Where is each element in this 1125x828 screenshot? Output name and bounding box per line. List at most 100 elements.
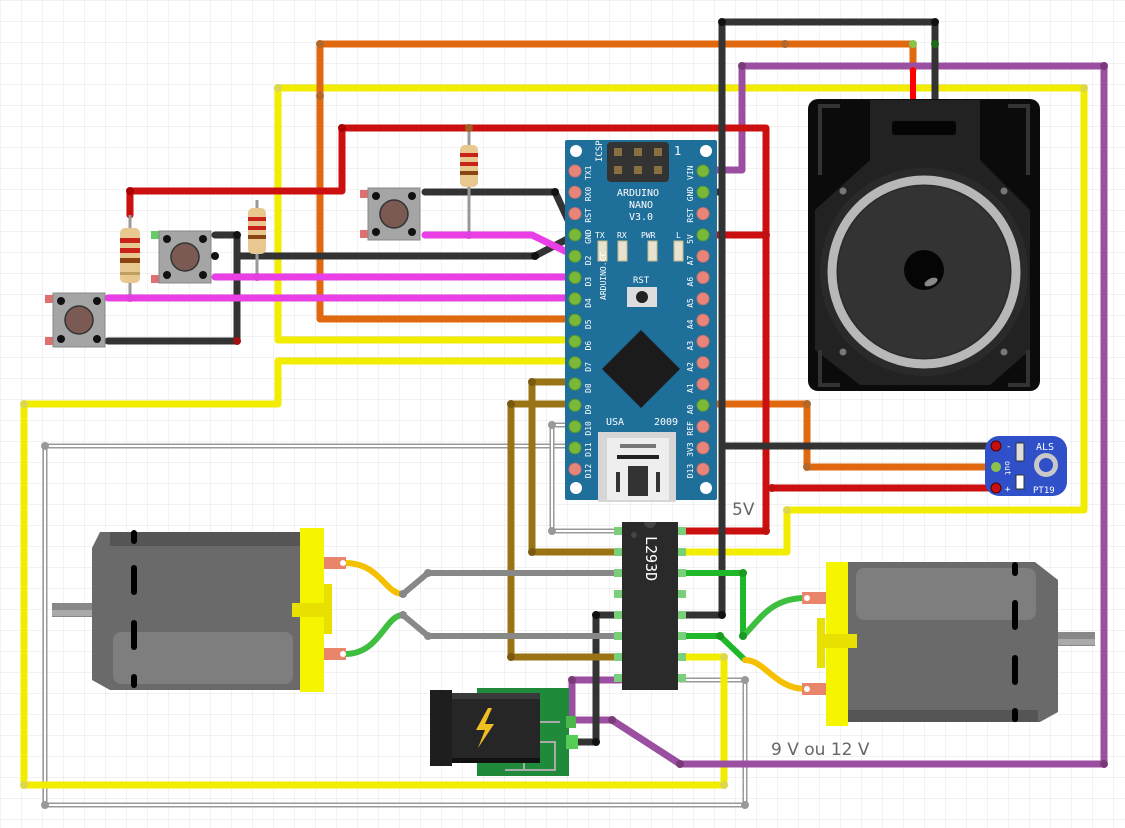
wire-junction[interactable]	[1080, 84, 1088, 92]
wire-junction[interactable]	[41, 442, 49, 450]
wire-junction[interactable]	[338, 124, 346, 132]
wire-junction[interactable]	[592, 611, 600, 619]
wire-junction[interactable]	[803, 463, 811, 471]
wire-gray[interactable]	[551, 424, 621, 532]
wire-junction[interactable]	[931, 40, 939, 48]
wire-junction[interactable]	[592, 738, 600, 746]
chip-pin[interactable]	[678, 569, 686, 577]
wire-junction[interactable]	[399, 590, 407, 598]
arduino-pin-a0[interactable]	[696, 398, 710, 412]
wire-black[interactable]	[104, 231, 241, 345]
wire-junction[interactable]	[718, 18, 726, 26]
wire-junction[interactable]	[126, 187, 134, 195]
wire-junction[interactable]	[20, 400, 28, 408]
chip-pin[interactable]	[678, 653, 686, 661]
push-button[interactable]	[151, 230, 212, 284]
arduino-pin-d5[interactable]	[568, 313, 582, 327]
chip-pin[interactable]	[678, 674, 686, 682]
wire-junction[interactable]	[20, 781, 28, 789]
wire-junction[interactable]	[741, 801, 749, 809]
wire-junction[interactable]	[739, 569, 747, 577]
arduino-pin-a1[interactable]	[696, 377, 710, 391]
chip-pin[interactable]	[614, 674, 622, 682]
wire-junction[interactable]	[233, 337, 241, 345]
arduino-pin-3v3[interactable]	[696, 441, 710, 455]
chip-pin[interactable]	[614, 527, 622, 535]
wire-gray[interactable]	[44, 445, 746, 806]
chip-pin[interactable]	[678, 548, 686, 556]
push-button[interactable]	[45, 292, 106, 348]
usb-connector[interactable]	[598, 432, 676, 502]
chip-pin[interactable]	[614, 611, 622, 619]
chip-pin[interactable]	[678, 611, 686, 619]
chip-pin[interactable]	[614, 653, 622, 661]
arduino-pin-a4[interactable]	[696, 313, 710, 327]
wire-junction[interactable]	[781, 40, 789, 48]
wire-junction[interactable]	[931, 18, 939, 26]
wire-junction[interactable]	[1100, 760, 1108, 768]
wire-junction[interactable]	[718, 611, 726, 619]
wire-junction[interactable]	[738, 62, 746, 70]
wire-brown[interactable]	[507, 400, 624, 661]
wire-junction[interactable]	[211, 252, 219, 260]
arduino-pin-d11[interactable]	[568, 441, 582, 455]
wire-junction[interactable]	[551, 188, 559, 196]
wire-junction[interactable]	[783, 506, 791, 514]
wire-junction[interactable]	[568, 676, 576, 684]
chip-pin[interactable]	[678, 527, 686, 535]
chip-pin[interactable]	[614, 548, 622, 556]
motor-left[interactable]	[52, 528, 346, 692]
wire-junction[interactable]	[762, 231, 770, 239]
wire-junction[interactable]	[768, 484, 776, 492]
wire-junction[interactable]	[126, 294, 134, 302]
arduino-pin-a6[interactable]	[696, 271, 710, 284]
wire-junction[interactable]	[720, 781, 728, 789]
chip-pin[interactable]	[678, 632, 686, 640]
wire-junction[interactable]	[739, 632, 747, 640]
wire-junction[interactable]	[528, 548, 536, 556]
wire-junction[interactable]	[274, 84, 282, 92]
wire-junction[interactable]	[676, 760, 684, 768]
arduino-pin-d12[interactable]	[568, 462, 582, 476]
resistor[interactable]	[460, 128, 478, 235]
wire-junction[interactable]	[548, 527, 556, 535]
arduino-pin-tx1[interactable]	[568, 164, 582, 178]
wire-orange[interactable]	[699, 400, 999, 471]
wire-junction[interactable]	[465, 231, 473, 239]
arduino-pin-rst[interactable]	[568, 207, 582, 221]
wire-junction[interactable]	[531, 252, 539, 260]
wire-junction[interactable]	[548, 421, 556, 429]
chip-pin[interactable]	[614, 569, 622, 577]
arduino-pin-d3[interactable]	[568, 271, 582, 284]
wire-junction[interactable]	[424, 569, 432, 577]
arduino-pin-ref[interactable]	[696, 420, 710, 434]
resistor[interactable]	[248, 200, 266, 280]
wire-junction[interactable]	[1100, 62, 1108, 70]
wire-junction[interactable]	[716, 632, 724, 640]
arduino-pin-a2[interactable]	[696, 356, 710, 370]
resistor[interactable]	[120, 215, 140, 300]
motor-right[interactable]	[802, 562, 1095, 726]
wire-junction[interactable]	[762, 527, 770, 535]
wire-junction[interactable]	[803, 400, 811, 408]
arduino-pin-5v[interactable]	[696, 228, 710, 242]
wire-junction[interactable]	[316, 92, 324, 100]
wire-junction[interactable]	[465, 124, 473, 132]
wire-junction[interactable]	[41, 801, 49, 809]
wire-junction[interactable]	[507, 400, 515, 408]
wire-junction[interactable]	[741, 676, 749, 684]
arduino-pin-d2[interactable]	[568, 249, 582, 263]
arduino-pin-d6[interactable]	[568, 334, 582, 348]
wire-junction[interactable]	[424, 632, 432, 640]
arduino-pin-d10[interactable]	[568, 420, 582, 434]
wire-black[interactable]	[571, 611, 624, 746]
wire-junction[interactable]	[399, 611, 407, 619]
arduino-pin-rst[interactable]	[696, 207, 710, 221]
wire-junction[interactable]	[909, 40, 917, 48]
arduino-pin-d13[interactable]	[696, 462, 710, 476]
power-jack[interactable]	[430, 688, 578, 776]
arduino-pin-gnd[interactable]	[568, 228, 582, 242]
chip-pin[interactable]	[614, 590, 622, 598]
wire-junction[interactable]	[253, 273, 261, 281]
wire-junction[interactable]	[233, 231, 241, 239]
